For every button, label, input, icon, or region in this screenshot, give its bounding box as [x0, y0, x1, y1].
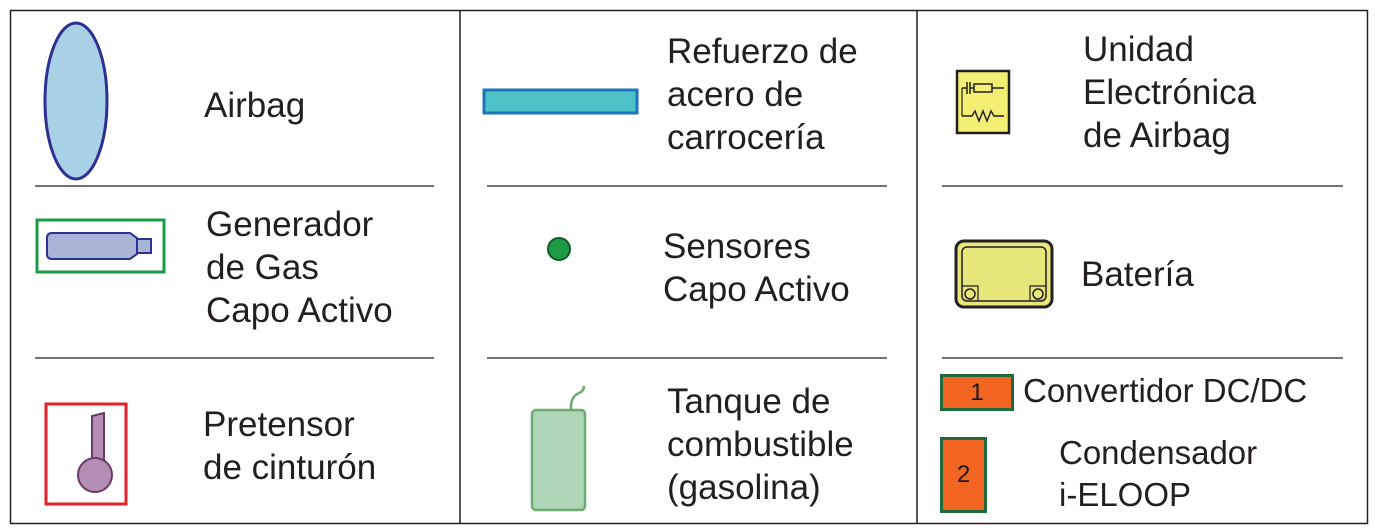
dcdc-converter-label: Convertidor DC/DC	[1023, 372, 1308, 409]
steel-bar-icon	[482, 88, 639, 115]
hood-sensors-label: Sensores Capo Activo	[663, 227, 850, 309]
capacitor-badge: 2	[940, 437, 987, 513]
steel-reinforcement-label: Refuerzo de acero de carrocería	[667, 32, 858, 157]
seatbelt-pretensioner-icon	[44, 402, 128, 506]
airbag-ecu-label: Unidad Electrónica de Airbag	[1083, 30, 1257, 155]
airbag-icon	[43, 21, 109, 181]
airbag-label: Airbag	[204, 86, 306, 125]
outer-border	[9, 9, 1369, 525]
fuel-tank-label: Tanque de combustible (gasolina)	[667, 382, 854, 507]
fuel-tank-icon	[530, 385, 587, 512]
battery-icon	[954, 239, 1054, 309]
gas-generator-icon	[35, 218, 166, 274]
gas-generator-label: Generador de Gas Capo Activo	[206, 205, 393, 330]
capacitor-label: Condensador i-ELOOP	[1059, 434, 1258, 513]
pretensioner-label: Pretensor de cinturón	[203, 405, 377, 487]
sensor-dot-icon	[547, 237, 571, 261]
circuit-board-icon	[955, 69, 1011, 135]
dcdc-converter-badge: 1	[940, 374, 1014, 411]
battery-label: Batería	[1081, 255, 1194, 294]
